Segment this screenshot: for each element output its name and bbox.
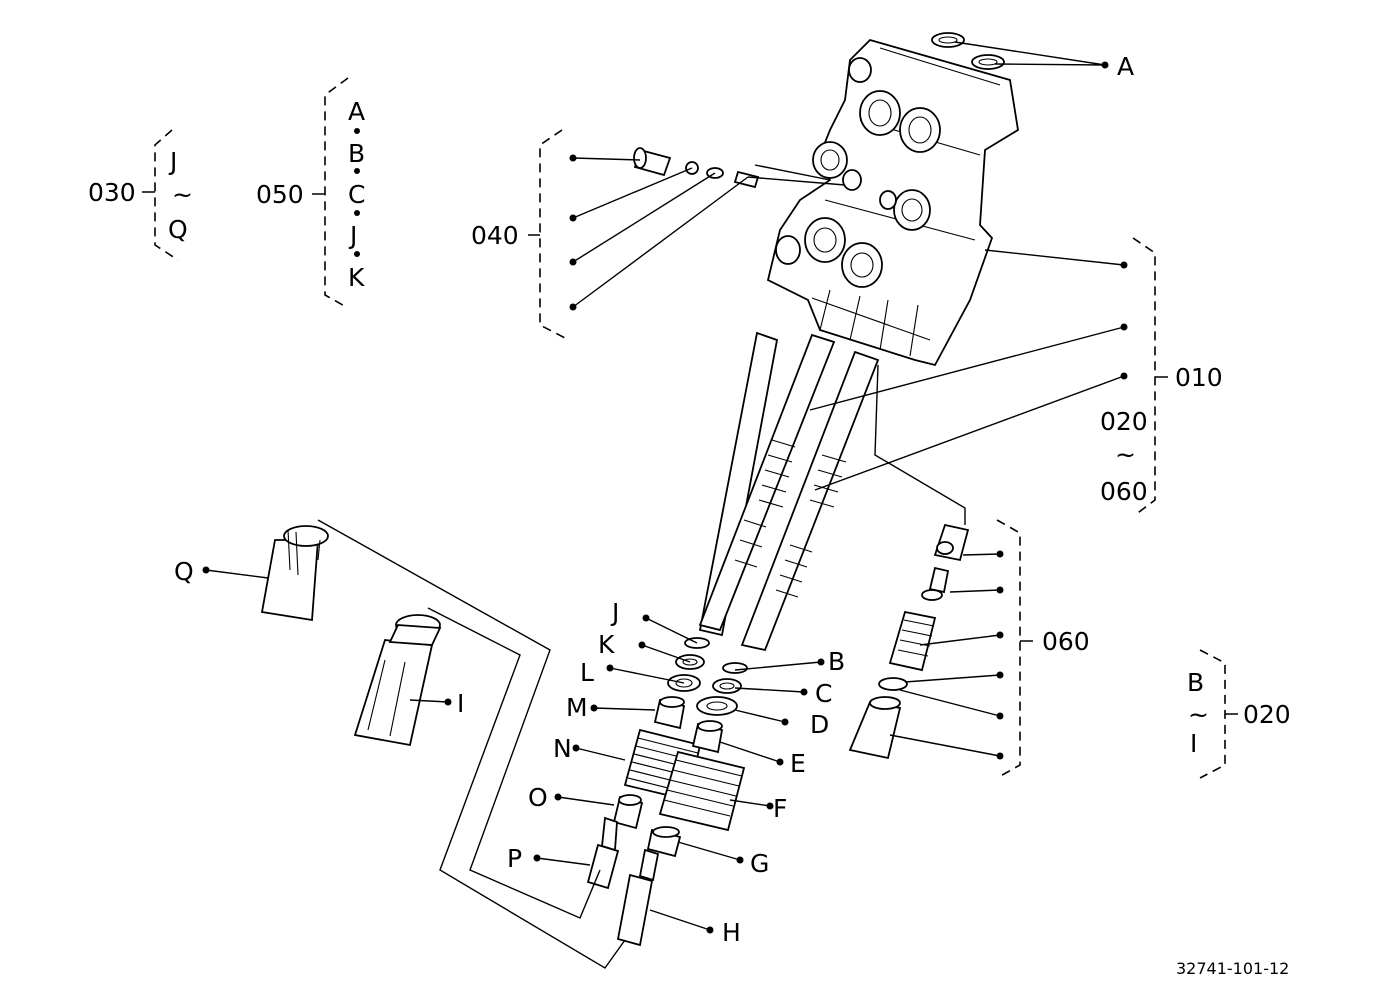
letter-O: O bbox=[528, 783, 548, 812]
part-H-plug bbox=[616, 873, 654, 947]
group-030-label: 030 J ~ Q bbox=[88, 147, 193, 244]
range-tilde-020-060: ~ bbox=[1115, 440, 1136, 469]
valve-body bbox=[766, 32, 1019, 367]
pilot-check-parts bbox=[633, 147, 760, 189]
leader-lines bbox=[205, 41, 1125, 969]
part-P-plug bbox=[586, 843, 620, 890]
letter-I: I bbox=[457, 689, 464, 718]
part-I-plug bbox=[353, 614, 442, 747]
g050-item-2: B bbox=[348, 139, 365, 168]
letter-H: H bbox=[722, 918, 741, 947]
part-D-ring bbox=[696, 696, 738, 716]
range-end-I: I bbox=[1190, 729, 1197, 758]
code-060: 060 bbox=[1042, 627, 1090, 656]
part-B-oring bbox=[722, 662, 748, 674]
relief-valve-assembly bbox=[848, 523, 970, 760]
part-C-washer bbox=[712, 678, 742, 694]
g050-item-4: J bbox=[348, 221, 357, 250]
drawing-number: 32741-101-12 bbox=[1176, 959, 1289, 978]
group-020-label: B ~ I 020 bbox=[1187, 668, 1291, 758]
code-060-bottom: 060 bbox=[1100, 477, 1148, 506]
code-020: 020 bbox=[1243, 700, 1291, 729]
letter-M: M bbox=[566, 693, 588, 722]
range-start-J: J bbox=[168, 147, 177, 176]
code-050: 050 bbox=[256, 180, 304, 209]
code-040: 040 bbox=[471, 221, 519, 250]
letter-E: E bbox=[790, 749, 806, 778]
code-020-top: 020 bbox=[1100, 407, 1148, 436]
letter-A: A bbox=[1117, 52, 1134, 81]
range-end-Q: Q bbox=[168, 215, 188, 244]
letter-N: N bbox=[553, 734, 572, 763]
letter-L: L bbox=[580, 658, 594, 687]
group-050-label: 050 A B C J K bbox=[256, 97, 365, 292]
range-start-B: B bbox=[1187, 668, 1204, 697]
group-brackets bbox=[142, 77, 1238, 779]
letter-C: C bbox=[815, 679, 832, 708]
letter-G: G bbox=[750, 849, 769, 878]
code-030: 030 bbox=[88, 178, 136, 207]
g050-item-1: A bbox=[348, 97, 365, 126]
part-F-spring bbox=[658, 750, 746, 832]
letter-K: K bbox=[598, 630, 615, 659]
letter-J: J bbox=[610, 598, 619, 627]
letter-B: B bbox=[828, 647, 845, 676]
part-letter-labels: A B C D E F G H I J K L M N O P Q bbox=[174, 52, 1134, 947]
g050-item-5: K bbox=[348, 263, 365, 292]
letter-P: P bbox=[507, 844, 522, 873]
letter-F: F bbox=[773, 794, 787, 823]
letter-Q: Q bbox=[174, 557, 194, 586]
part-Q-plug bbox=[260, 525, 329, 622]
letter-D: D bbox=[810, 710, 829, 739]
leader-dots bbox=[202, 61, 1128, 934]
center-spring-stack bbox=[616, 662, 748, 947]
g050-item-3: C bbox=[348, 180, 365, 209]
range-tilde-020: ~ bbox=[1188, 700, 1209, 729]
spool-left bbox=[698, 331, 836, 637]
code-010: 010 bbox=[1175, 363, 1223, 392]
spool-right bbox=[740, 350, 880, 652]
range-tilde-030: ~ bbox=[172, 180, 193, 209]
